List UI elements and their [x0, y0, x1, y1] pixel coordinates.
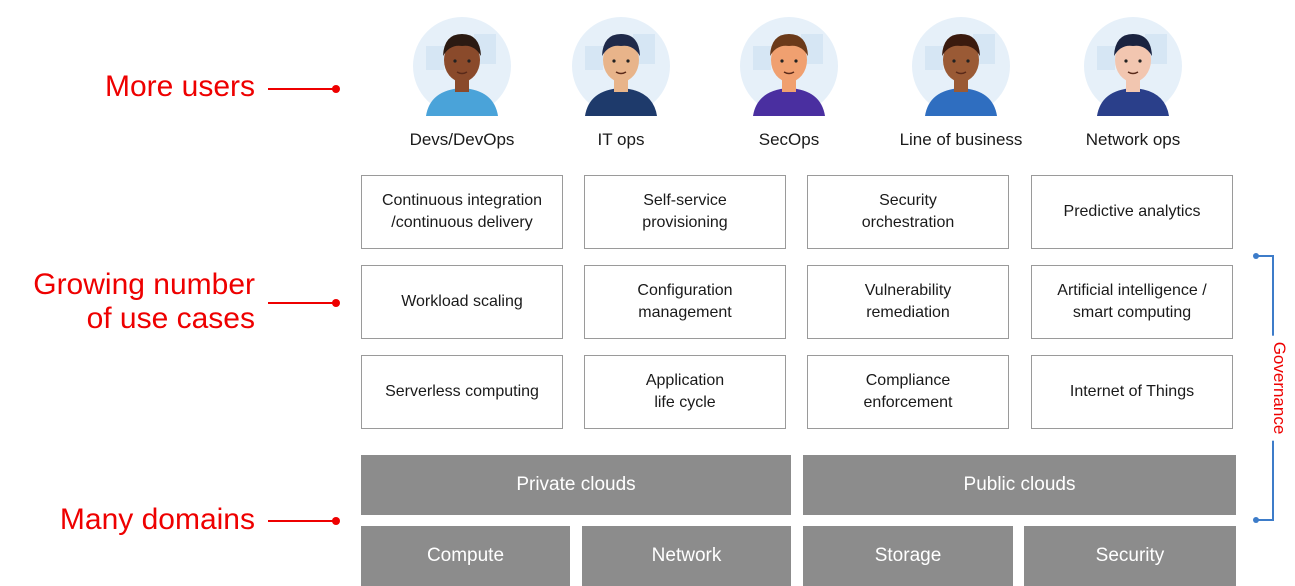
use-case-box: Internet of Things	[1031, 355, 1233, 429]
domain-compute: Compute	[361, 526, 570, 586]
use-case-box: Vulnerability remediation	[807, 265, 1009, 339]
label-growing-use-cases-line2: of use cases	[86, 302, 255, 335]
domain-storage: Storage	[803, 526, 1013, 586]
label-growing-use-cases: Growing number of use cases	[33, 268, 255, 336]
avatar	[1083, 16, 1183, 116]
connector-users	[268, 85, 340, 93]
connector-domains	[268, 517, 340, 525]
use-case-box: Self-service provisioning	[584, 175, 786, 249]
use-case-box: Artificial intelligence / smart computin…	[1031, 265, 1233, 339]
avatar	[571, 16, 671, 116]
use-case-box: Predictive analytics	[1031, 175, 1233, 249]
governance-label: Governance	[1267, 335, 1291, 441]
domain-network: Network	[582, 526, 791, 586]
use-case-box: Security orchestration	[807, 175, 1009, 249]
use-case-box: Application life cycle	[584, 355, 786, 429]
governance-bottom-dot	[1253, 517, 1259, 523]
label-growing-use-cases-line1: Growing number	[33, 268, 255, 301]
use-case-box: Workload scaling	[361, 265, 563, 339]
persona-label: SecOps	[758, 130, 820, 149]
persona-label: Devs/DevOps	[409, 130, 515, 149]
label-more-users: More users	[104, 70, 255, 103]
domain-security: Security	[1024, 526, 1236, 586]
avatar	[911, 16, 1011, 116]
private-clouds-block: Private clouds	[361, 455, 791, 515]
governance-top-tick	[1256, 255, 1273, 257]
use-case-box: Configuration management	[584, 265, 786, 339]
use-case-box: Compliance enforcement	[807, 355, 1009, 429]
use-case-box: Serverless computing	[361, 355, 563, 429]
avatar	[739, 16, 839, 116]
public-clouds-block: Public clouds	[803, 455, 1236, 515]
persona-label: Network ops	[1085, 130, 1181, 149]
governance-bottom-tick	[1256, 519, 1273, 521]
avatar	[412, 16, 512, 116]
connector-use-cases	[268, 299, 340, 307]
use-case-box: Continuous integration /continuous deliv…	[361, 175, 563, 249]
persona-label: IT ops	[597, 130, 645, 149]
persona-label: Line of business	[899, 130, 1023, 149]
label-many-domains: Many domains	[59, 503, 255, 536]
